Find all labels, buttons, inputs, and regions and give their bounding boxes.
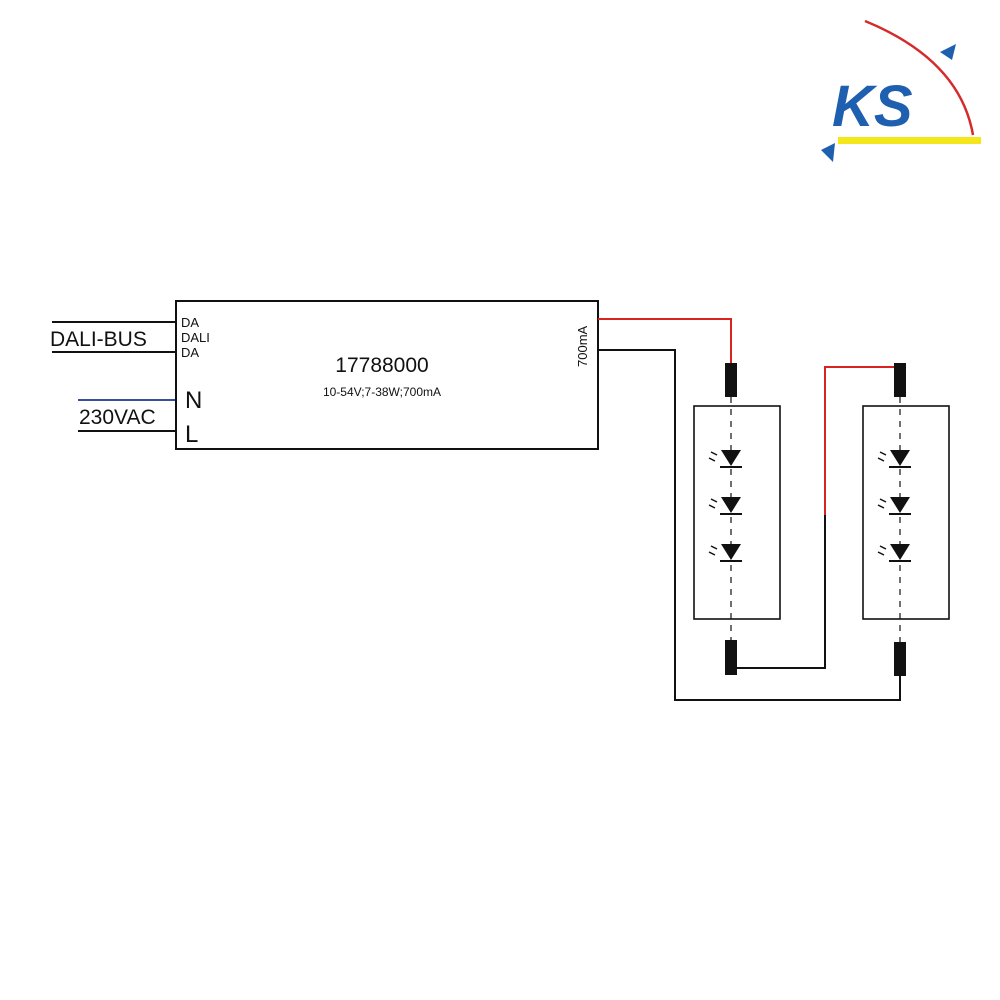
module-1-led-1-icon: [708, 450, 742, 468]
terminal-l: L: [185, 421, 198, 448]
module-2-outline: [862, 405, 950, 620]
output-wires: [598, 318, 901, 701]
module-2-bottom-connector: [894, 642, 906, 676]
module-1-top-connector: [725, 363, 737, 397]
driver-spec: 10-54V;7-38W;700mA: [323, 385, 441, 399]
module-link-wire-red: [824, 366, 900, 515]
terminal-n: N: [185, 387, 202, 414]
logo-triangle-bottom: [821, 143, 835, 162]
terminal-da-bottom: DA: [181, 345, 199, 360]
module-1-outline: [693, 405, 781, 620]
module-2-led-3-icon: [877, 544, 911, 562]
negative-wire: [598, 349, 901, 701]
positive-wire: [598, 318, 732, 363]
terminal-dali: DALI: [181, 330, 210, 345]
led-module-1: [693, 363, 781, 675]
module-link-wire-black: [731, 515, 826, 669]
driver-box: DA DALI DA N L 17788000 10-54V;7-38W;700…: [175, 300, 599, 450]
module-1-led-3-icon: [708, 544, 742, 562]
input-wires: DALI-BUS 230VAC: [50, 321, 176, 432]
logo-text: KS: [832, 74, 913, 139]
terminal-da-top: DA: [181, 315, 199, 330]
ks-logo: KS: [821, 19, 981, 162]
module-2-top-connector: [894, 363, 906, 397]
logo-red-arc: [864, 19, 975, 136]
logo-yellow-bar: [838, 137, 981, 144]
driver-model: 17788000: [335, 354, 428, 377]
logo-triangle-top: [940, 44, 956, 60]
dali-bus-label: DALI-BUS: [50, 328, 147, 351]
module-1-bottom-connector: [725, 640, 737, 675]
module-2-led-1-icon: [877, 450, 911, 468]
module-2-led-2-icon: [877, 497, 911, 515]
mains-label: 230VAC: [79, 406, 156, 429]
driver-outline: [175, 300, 599, 450]
led-module-2: [862, 363, 950, 676]
module-1-led-2-icon: [708, 497, 742, 515]
output-current-label: 700mA: [575, 325, 590, 367]
